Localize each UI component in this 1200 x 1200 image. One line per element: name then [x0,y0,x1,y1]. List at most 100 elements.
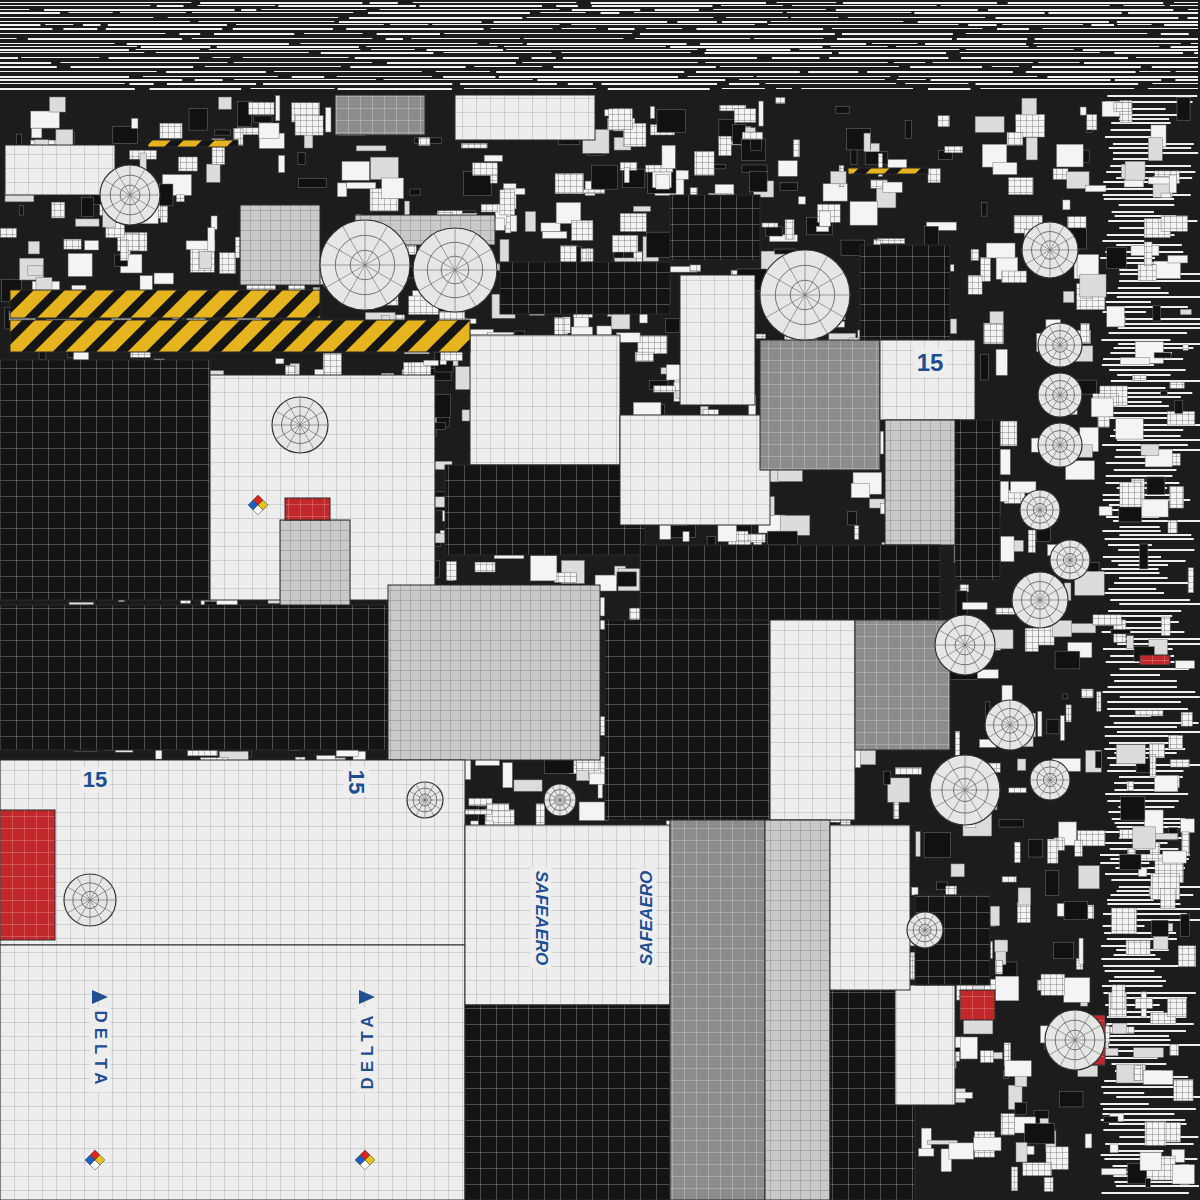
uv-island [1181,712,1192,726]
uv-strip [179,33,200,35]
uv-strip [0,66,57,68]
uv-strip [0,46,137,47]
uv-strip [608,88,710,90]
uv-island [620,213,646,231]
uv-strip [243,57,349,58]
uv-strip [1119,534,1191,536]
uv-island [1007,132,1023,145]
uv-island [962,602,987,609]
uv-strip [217,46,359,48]
uv-island [1114,103,1132,112]
uv-strip [236,24,384,25]
uv-island [514,780,542,791]
uv-strip [640,33,835,35]
uv-strip [754,38,823,39]
uv-strip [996,17,1179,19]
uv-strip [1084,62,1198,64]
uv-island [500,190,515,215]
uv-strip [234,79,376,80]
uv-island [1017,903,1030,923]
uv-strip [1107,1035,1169,1037]
uv-island [1009,788,1026,793]
uv-island [1018,888,1031,905]
uv-strip [918,21,1109,23]
uv-island [1124,180,1144,187]
uv-strip [706,49,790,51]
uv-island [785,220,794,240]
uv-island [1055,651,1080,669]
uv-island [276,96,280,121]
uv-strip [0,49,129,51]
uv-strip [106,28,222,30]
uv-strip [1174,2,1198,3]
uv-strip [21,57,99,58]
uv-island [1176,661,1195,669]
uv-island [1161,617,1170,636]
uv-island [1016,1142,1027,1162]
uv-island [1054,942,1074,958]
uv-strip [1104,592,1164,594]
uv-strip [1002,24,1083,25]
uv-strip [157,5,184,7]
uv-island [981,202,986,216]
uv-island [440,360,446,365]
uv-strip [1118,549,1194,551]
uv-strip [1083,49,1198,51]
uv-island [1119,507,1142,522]
uv-island [719,136,732,155]
uv-island [1063,200,1070,210]
uv-strip [1118,323,1200,325]
uv-island [1079,938,1083,964]
uv-island [1188,568,1193,593]
uv-island [342,161,369,180]
uv-strip [1164,24,1198,26]
uv-strip [1119,526,1159,528]
uv-island [1116,745,1145,764]
top-strip [0,2,1198,90]
uv-strip [1026,71,1136,73]
uv-island [113,127,138,144]
uv-island [798,197,805,204]
uv-island [176,195,184,202]
uv-island [1045,871,1059,896]
uv-strip [108,24,227,26]
uv-strip [1103,1108,1196,1110]
uv-strip [896,46,1029,47]
uv-island [995,940,1008,952]
uv-island [68,253,92,276]
uv-strip [527,17,714,18]
uv-strip [572,9,640,11]
uv-strip [1091,24,1114,26]
uv-strip [592,5,713,7]
uv-strip [700,43,866,45]
uv-strip [377,33,440,35]
uv-strip [980,88,1134,89]
uv-strip [688,76,754,77]
uv-island [816,226,829,231]
uv-strip [337,76,432,77]
uv-strip [150,88,242,90]
uv-strip [371,49,415,50]
uv-island [254,116,272,122]
uv-island [154,273,173,284]
uv-strip [1106,171,1195,173]
right-strip [1100,95,1200,1194]
uv-strip [355,57,519,59]
uv-island [865,152,888,165]
uv-strip [0,24,40,26]
uv-strip [241,9,256,11]
uv-strip [129,83,153,85]
uv-island [1002,877,1016,883]
uv-strip [156,52,309,53]
uv-island [563,317,570,333]
uv-island [819,211,830,226]
uv-island [1023,1163,1052,1176]
uv-strip [1105,793,1188,795]
uv-strip [1035,38,1198,40]
uv-strip [729,83,759,85]
uv-strip [997,28,1029,30]
uv-strip [1128,12,1198,14]
uv-island [895,767,921,774]
uv-strip [143,76,278,77]
uv-strip [808,71,858,73]
